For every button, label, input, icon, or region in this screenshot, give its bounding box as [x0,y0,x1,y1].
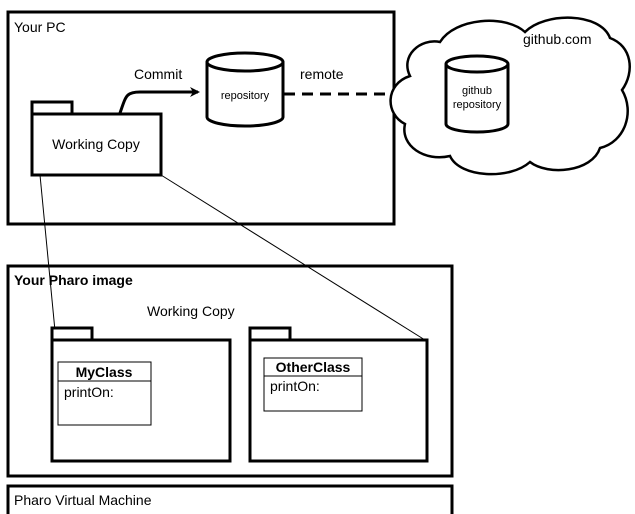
github-repository-label-line2: repository [453,99,502,111]
commit-label: Commit [134,66,182,82]
local-repository-cylinder: repository [205,51,285,128]
github-cloud-label: github.com [523,31,591,47]
pc-working-copy-label: Working Copy [52,136,140,152]
pharo-image-label: Your Pharo image [14,272,133,288]
github-repository-cylinder: github repository [444,54,510,134]
remote-label: remote [300,66,344,82]
pc-working-copy-package: Working Copy [30,100,163,177]
otherclass-uml-box: OtherClass printOn: [263,357,363,412]
commit-arrow [118,87,200,114]
your-pc-box [6,10,396,226]
otherclass-name: OtherClass [276,359,351,375]
pharo-vm-label: Pharo Virtual Machine [14,492,152,508]
github-cloud [389,16,631,176]
myclass-name: MyClass [76,364,133,380]
pharo-image-box [6,264,454,478]
otherclass-method: printOn: [270,378,320,394]
pharo-image-working-copy-label: Working Copy [147,303,235,319]
your-pc-label: Your PC [14,19,66,35]
pharo-vm-box [6,484,454,514]
myclass-method: printOn: [64,384,114,400]
projection-line-right [160,174,426,341]
myclass-uml-box: MyClass printOn: [57,361,152,426]
github-repository-label-line1: github [462,85,492,97]
local-repository-label: repository [221,90,270,102]
